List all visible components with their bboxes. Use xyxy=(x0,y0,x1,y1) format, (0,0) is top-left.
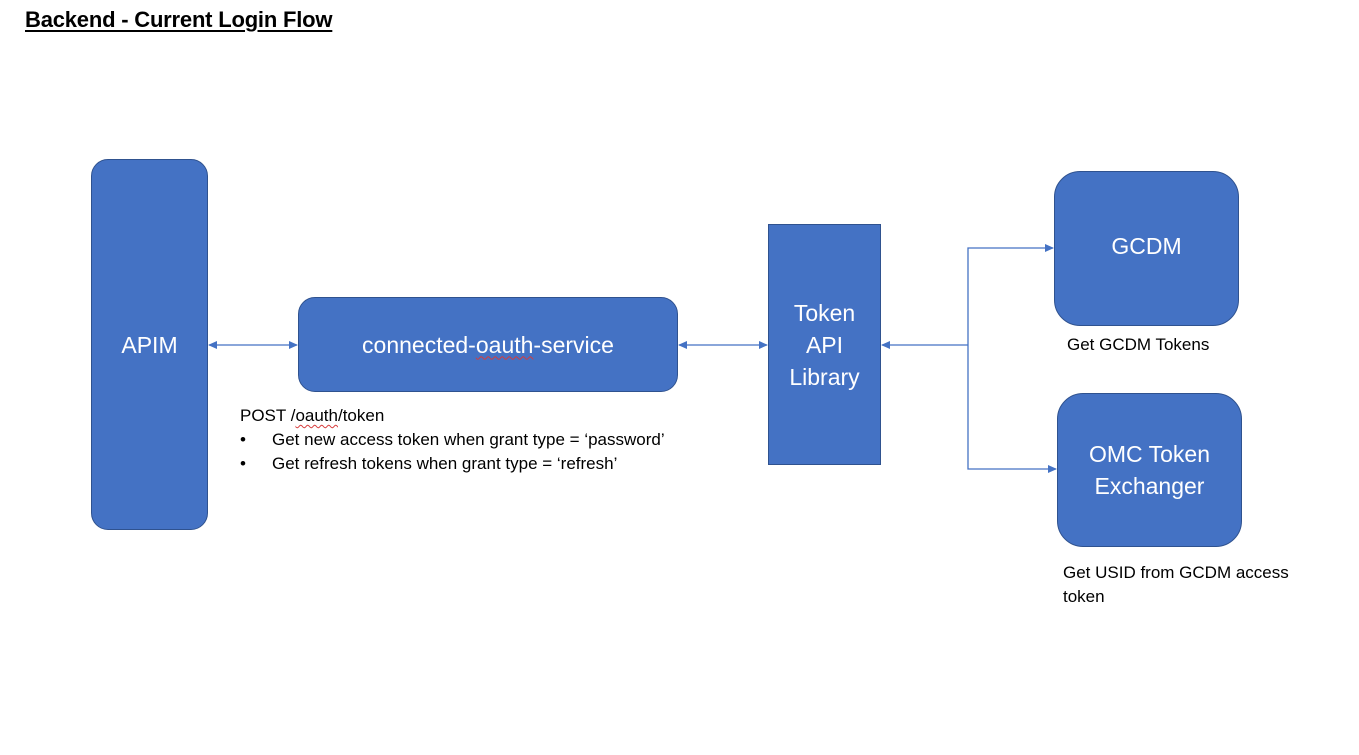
post-endpoint-note: POST /oauth/token • Get new access token… xyxy=(240,404,665,476)
token-api-library-line2: API xyxy=(805,331,844,358)
spellcheck-flag: oauth xyxy=(475,331,534,358)
omc-token-exchanger-line1: OMC Token xyxy=(1088,441,1210,467)
token-api-library-line3: Library xyxy=(789,363,860,390)
bullet-dot: • xyxy=(240,454,246,473)
omc-token-exchanger-node: OMC Token Exchanger xyxy=(1057,393,1242,547)
page-title: Backend - Current Login Flow xyxy=(25,7,333,32)
edge-junction-gcdm xyxy=(967,244,1054,345)
bullet-item: • Get new access token when grant type =… xyxy=(240,428,665,452)
token-api-library-node: Token API Library xyxy=(768,224,881,465)
apim-node: APIM xyxy=(91,159,208,530)
edge-junction-omc xyxy=(967,345,1057,473)
apim-label: APIM xyxy=(121,331,178,358)
connected-oauth-service-label: connected-oauth-service xyxy=(362,331,614,358)
gcdm-node: GCDM xyxy=(1054,171,1239,326)
gcdm-note: Get GCDM Tokens xyxy=(1067,335,1210,354)
post-endpoint-heading: POST /oauth/token xyxy=(240,406,385,425)
gcdm-label: GCDM xyxy=(1111,233,1182,259)
bullet-item: • Get refresh tokens when grant type = ‘… xyxy=(240,452,665,476)
token-api-library-line1: Token xyxy=(793,299,856,326)
omc-note: Get USID from GCDM access token xyxy=(1063,563,1289,606)
spellcheck-flag: oauth xyxy=(295,406,338,425)
bullet-text: Get refresh tokens when grant type = ‘re… xyxy=(272,454,618,473)
omc-token-exchanger-line2: Exchanger xyxy=(1094,473,1205,499)
bullet-dot: • xyxy=(240,430,246,449)
connected-oauth-service-node: connected-oauth-service xyxy=(298,297,678,392)
bullet-text: Get new access token when grant type = ‘… xyxy=(272,430,665,449)
